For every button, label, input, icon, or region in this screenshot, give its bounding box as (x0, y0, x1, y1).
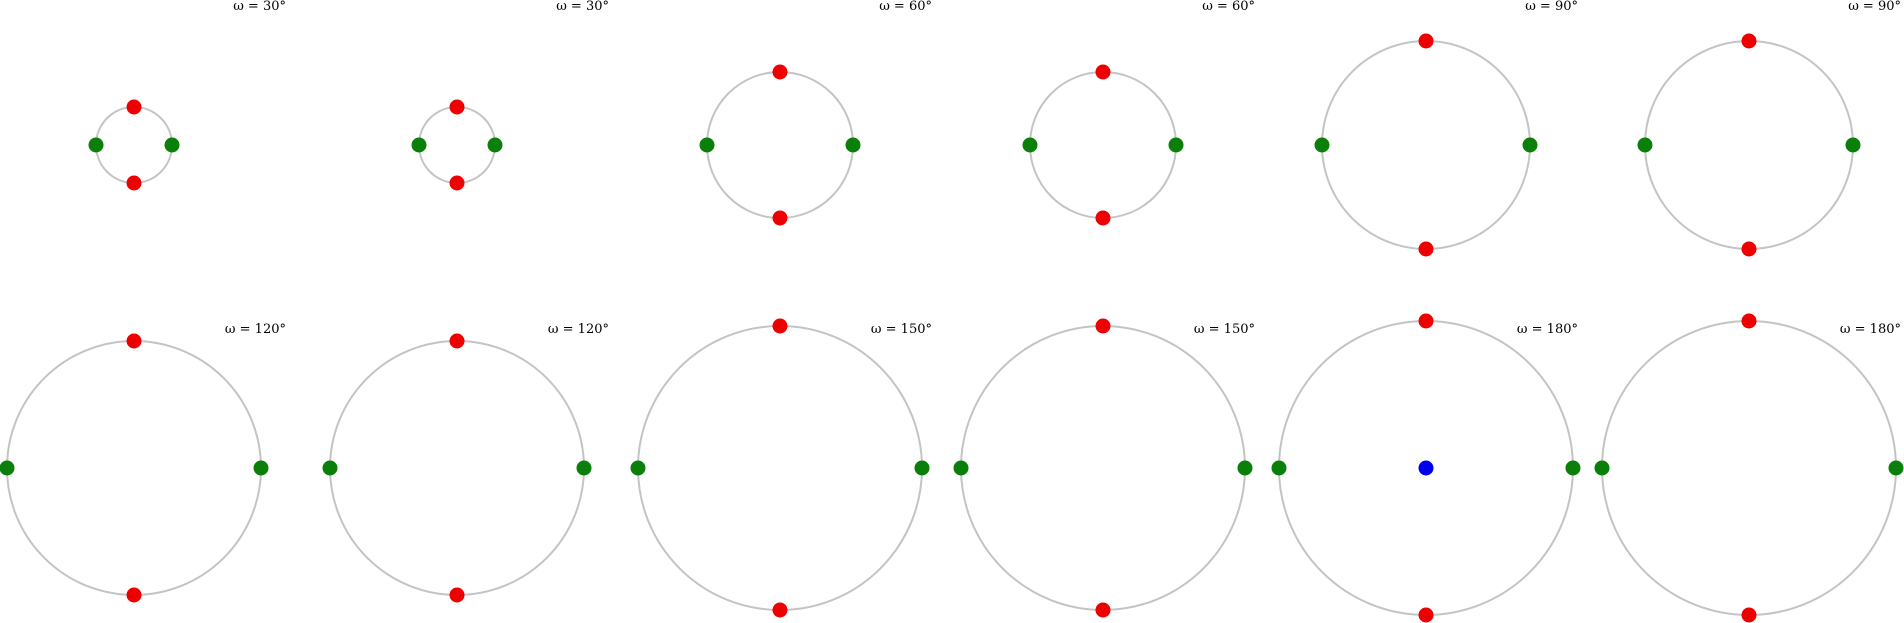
panel-1: ω = 30° (88, 0, 286, 191)
red-point-bottom (1418, 607, 1434, 623)
red-point-top (1418, 313, 1434, 329)
red-point-bottom (1095, 210, 1111, 226)
panel-7: ω = 120° (0, 322, 286, 603)
orbit-circle (418, 106, 496, 184)
panel-3: ω = 60° (699, 0, 932, 226)
green-point-right (487, 137, 503, 153)
green-point-right (1565, 460, 1581, 476)
panel-title: ω = 60° (879, 0, 932, 14)
red-point-bottom (1418, 241, 1434, 257)
green-point-left (699, 137, 715, 153)
red-point-bottom (126, 175, 142, 191)
green-point-right (1168, 137, 1184, 153)
panel-title: ω = 180° (1840, 322, 1901, 337)
red-point-bottom (1095, 602, 1111, 618)
panel-5: ω = 90° (1314, 0, 1578, 257)
panel-12: ω = 180° (1594, 313, 1904, 623)
red-point-top (1095, 318, 1111, 334)
orbit-circle (1601, 320, 1897, 616)
red-point-top (1741, 313, 1757, 329)
panel-title: ω = 60° (1202, 0, 1255, 14)
green-point-left (88, 137, 104, 153)
green-point-left (1637, 137, 1653, 153)
orbit-circle (1029, 71, 1177, 219)
red-point-bottom (449, 587, 465, 603)
red-point-top (1095, 64, 1111, 80)
panel-6: ω = 90° (1637, 0, 1901, 257)
green-point-right (1237, 460, 1253, 476)
panel-title: ω = 120° (548, 322, 609, 337)
panel-title: ω = 150° (1194, 322, 1255, 337)
red-point-top (126, 333, 142, 349)
red-point-top (449, 99, 465, 115)
panel-title: ω = 90° (1525, 0, 1578, 14)
panel-title: ω = 90° (1848, 0, 1901, 14)
green-point-left (1594, 460, 1610, 476)
red-point-top (1741, 33, 1757, 49)
green-point-left (630, 460, 646, 476)
green-point-left (322, 460, 338, 476)
green-point-right (1888, 460, 1904, 476)
red-point-bottom (449, 175, 465, 191)
red-point-top (772, 318, 788, 334)
panel-title: ω = 120° (225, 322, 286, 337)
green-point-left (1022, 137, 1038, 153)
red-point-bottom (772, 602, 788, 618)
green-point-right (164, 137, 180, 153)
red-point-bottom (1741, 241, 1757, 257)
blue-point-center (1418, 460, 1434, 476)
orbit-circle (1644, 40, 1854, 250)
orbit-circle (95, 106, 173, 184)
green-point-left (953, 460, 969, 476)
panel-11: ω = 180° (1271, 313, 1581, 623)
orbit-circle (1321, 40, 1531, 250)
panel-title: ω = 180° (1517, 322, 1578, 337)
orbit-circle (6, 340, 262, 596)
green-point-right (253, 460, 269, 476)
orbit-circle (637, 325, 923, 611)
green-point-left (0, 460, 15, 476)
green-point-right (914, 460, 930, 476)
red-point-top (1418, 33, 1434, 49)
orbit-circle (706, 71, 854, 219)
green-point-left (1271, 460, 1287, 476)
panel-title: ω = 30° (233, 0, 286, 14)
panel-title: ω = 30° (556, 0, 609, 14)
green-point-right (1845, 137, 1861, 153)
red-point-bottom (772, 210, 788, 226)
panel-10: ω = 150° (953, 318, 1255, 618)
panel-title: ω = 150° (871, 322, 932, 337)
green-point-right (576, 460, 592, 476)
green-point-right (845, 137, 861, 153)
red-point-top (772, 64, 788, 80)
orbit-circle (329, 340, 585, 596)
panel-2: ω = 30° (411, 0, 609, 191)
red-point-top (449, 333, 465, 349)
red-point-bottom (126, 587, 142, 603)
green-point-right (1522, 137, 1538, 153)
green-point-left (1314, 137, 1330, 153)
green-point-left (411, 137, 427, 153)
panel-4: ω = 60° (1022, 0, 1255, 226)
red-point-bottom (1741, 607, 1757, 623)
panel-9: ω = 150° (630, 318, 932, 618)
panel-8: ω = 120° (322, 322, 609, 603)
orbit-circle (960, 325, 1246, 611)
red-point-top (126, 99, 142, 115)
